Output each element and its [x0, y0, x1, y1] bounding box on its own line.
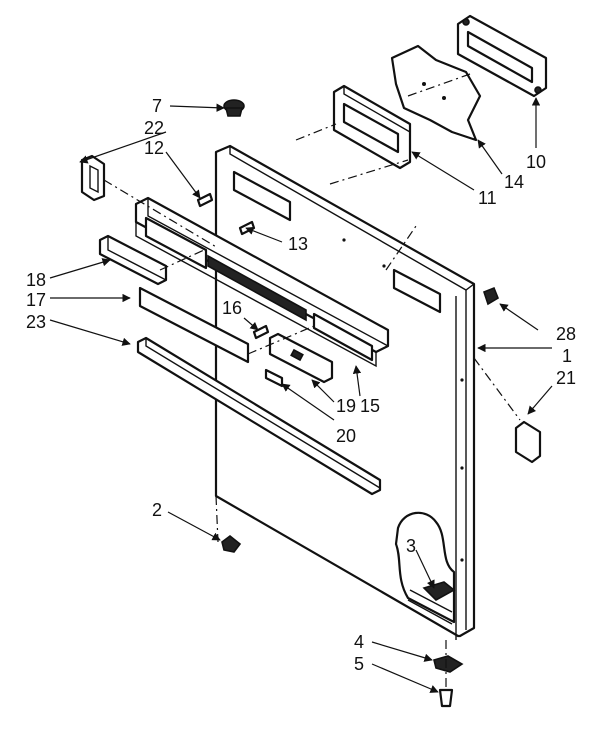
door-panel	[214, 144, 476, 640]
callout-15: 15	[360, 396, 380, 416]
gasket	[390, 44, 482, 142]
callout-5: 5	[354, 654, 364, 674]
foot	[221, 534, 242, 553]
callout-18: 18	[26, 270, 46, 290]
callout-13: 13	[288, 234, 308, 254]
callout-11: 11	[478, 188, 497, 208]
leader-lines	[49, 97, 553, 693]
trim-strip	[136, 336, 382, 496]
left-end-cap	[80, 154, 106, 202]
callout-19: 19	[336, 396, 356, 416]
callout-23: 23	[26, 312, 46, 332]
callout-20: 20	[336, 426, 356, 446]
callout-22: 22	[144, 118, 164, 138]
callout-3: 3	[406, 536, 416, 556]
callout-16: 16	[222, 298, 242, 318]
escutcheon-frame	[332, 84, 412, 170]
hinge-screw	[438, 688, 454, 708]
callout-1: 1	[562, 346, 572, 366]
callout-2: 2	[152, 500, 162, 520]
callout-17: 17	[26, 290, 46, 310]
callout-10: 10	[526, 152, 546, 172]
callout-21: 21	[556, 368, 576, 388]
control-console	[134, 196, 390, 368]
callout-28: 28	[556, 324, 576, 344]
hinge-washer	[433, 655, 464, 673]
callout-7: 7	[152, 96, 162, 116]
latch-housing	[456, 14, 548, 98]
callout-12: 12	[144, 138, 164, 158]
callout-4: 4	[354, 632, 364, 652]
right-end-cap	[514, 420, 542, 464]
overlay-panel	[138, 286, 250, 364]
callout-14: 14	[504, 172, 524, 192]
fastener	[483, 286, 499, 306]
callout-labels: 7 22 12 13 18 17 23 16 15 19 20 11 14 10…	[26, 96, 576, 674]
